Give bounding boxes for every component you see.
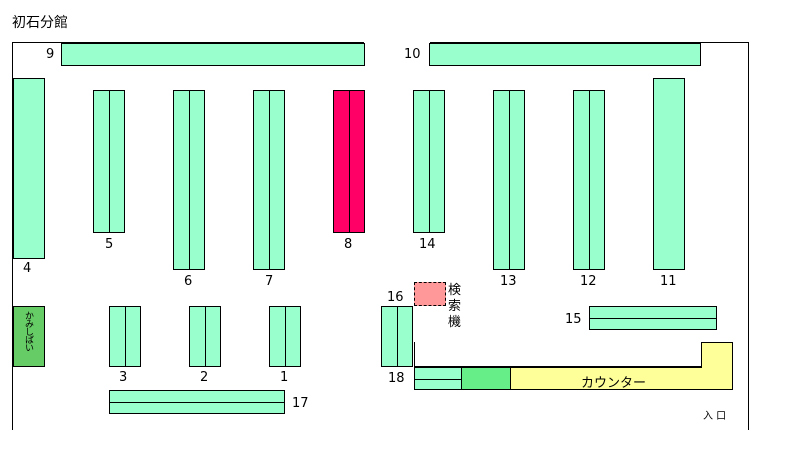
wall-top-right	[430, 42, 749, 43]
counter-line-bottom	[414, 366, 702, 367]
shelf-11[interactable]	[653, 78, 685, 270]
counter-corner	[701, 342, 733, 368]
shelf-10[interactable]	[429, 43, 701, 66]
shelf-2[interactable]	[189, 306, 221, 367]
wall-right	[748, 42, 749, 430]
shelf-label-3: 3	[119, 370, 128, 385]
shelf-label-10: 10	[404, 47, 421, 62]
shelf-6[interactable]	[173, 90, 205, 270]
search-terminal-label: 検索機	[448, 283, 462, 330]
counter-side-block	[461, 367, 511, 390]
shelf-8-selected[interactable]	[333, 90, 365, 233]
shelf-label-16: 16	[387, 290, 404, 305]
shelf-7[interactable]	[253, 90, 285, 270]
shelf-label-8: 8	[344, 237, 353, 252]
shelf-label-11: 11	[660, 274, 677, 289]
shelf-16[interactable]	[381, 306, 413, 367]
wall-top-left	[12, 42, 364, 43]
shelf-label-15: 15	[565, 312, 582, 327]
counter-line	[414, 342, 415, 367]
shelf-17[interactable]	[109, 390, 285, 414]
shelf-label-14: 14	[419, 237, 436, 252]
shelf-label-6: 6	[184, 274, 193, 289]
shelf-label-9: 9	[46, 47, 55, 62]
shelf-1[interactable]	[269, 306, 301, 367]
shelf-label-2: 2	[200, 370, 209, 385]
kamishibai-label: かみしばい	[23, 311, 33, 351]
shelf-label-18: 18	[388, 371, 405, 386]
shelf-14[interactable]	[413, 90, 445, 233]
shelf-9[interactable]	[61, 43, 365, 66]
shelf-18[interactable]	[414, 367, 462, 390]
shelf-5[interactable]	[93, 90, 125, 233]
shelf-label-4: 4	[23, 261, 32, 276]
shelf-12[interactable]	[573, 90, 605, 270]
shelf-label-13: 13	[500, 274, 517, 289]
counter-label: カウンター	[581, 376, 647, 391]
page-title: 初石分館	[12, 15, 68, 31]
shelf-13[interactable]	[493, 90, 525, 270]
kamishibai-rack[interactable]: かみしばい	[13, 306, 45, 367]
shelf-label-17: 17	[292, 396, 309, 411]
shelf-label-12: 12	[580, 274, 597, 289]
shelf-label-1: 1	[280, 370, 289, 385]
shelf-4[interactable]	[13, 78, 45, 259]
wall-left	[12, 42, 13, 430]
shelf-3[interactable]	[109, 306, 141, 367]
shelf-label-7: 7	[265, 274, 274, 289]
shelf-label-5: 5	[105, 237, 114, 252]
shelf-15[interactable]	[589, 306, 717, 330]
search-terminal[interactable]	[414, 282, 446, 306]
entrance-label: 入 口	[703, 411, 727, 422]
counter[interactable]: カウンター	[510, 367, 733, 391]
